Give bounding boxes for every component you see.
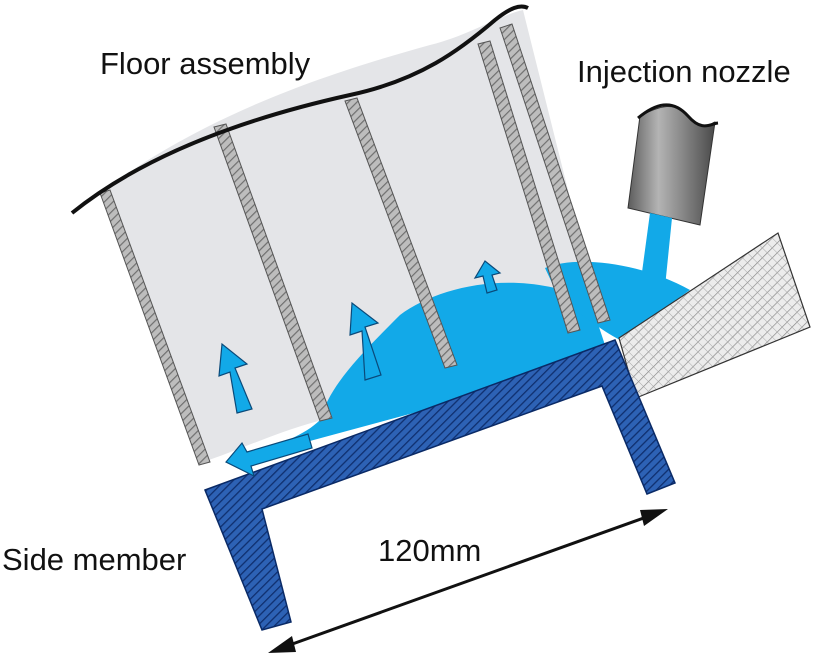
rib [213,123,333,422]
floor-outline [70,4,529,215]
flow-arrow [218,342,253,414]
side-member [204,339,676,631]
injection-nozzle-label: Injection nozzle [577,54,791,89]
adhesive-stream [640,213,672,287]
flow-arrow-horizontal [225,433,313,478]
nozzle-top-outline [637,103,719,128]
dimension-arrow [268,509,668,653]
dimension-label: 120mm [378,533,482,568]
flow-arrow [349,301,382,381]
rib [499,23,611,324]
rib [477,40,581,334]
side-member-label: Side member [2,542,187,577]
rib [99,189,211,466]
floor-assembly-label: Floor assembly [100,46,311,81]
flow-arrow [473,260,502,294]
rib [344,97,458,369]
